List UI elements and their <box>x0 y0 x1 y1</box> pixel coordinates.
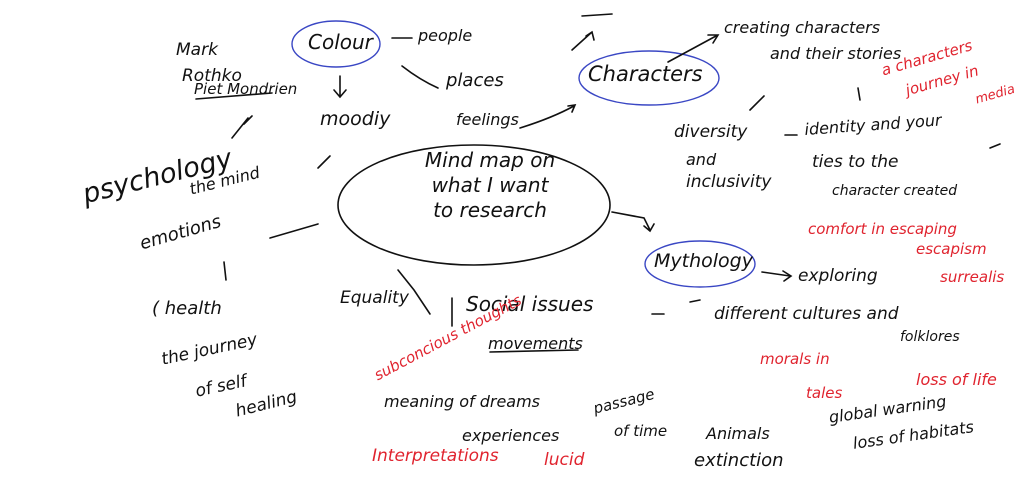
characters-bubble <box>578 50 720 106</box>
note-inclusivity: inclusivity <box>686 172 772 192</box>
note-surrealism: surrealis <box>940 268 1005 286</box>
note-creating-characters: creating characters <box>724 18 881 37</box>
note-different-cultures: different cultures and <box>714 304 899 324</box>
note-social-issues: Social issues <box>466 292 594 316</box>
journey-link <box>857 87 861 101</box>
mythology-bubble <box>644 240 756 288</box>
center-link-psychology <box>317 155 331 169</box>
note-passage-line2: of time <box>614 422 668 440</box>
note-moodiness: moodiy <box>320 108 391 130</box>
note-extinction: extinction <box>694 450 784 471</box>
mythology-branch-label: Mythology <box>654 250 753 272</box>
central-topic-line: what I want <box>431 173 549 197</box>
colour-bubble <box>291 20 381 68</box>
characters-link-feelings <box>519 104 577 129</box>
rothko-strike <box>195 92 273 139</box>
note-experiences: experiences <box>462 426 560 445</box>
note-character-created: character created <box>832 183 958 199</box>
note-diversity-and: and <box>686 150 717 169</box>
note-animals: Animals <box>706 424 770 443</box>
colour-link-moodiness <box>333 75 347 99</box>
note-people: people <box>418 26 473 45</box>
note-ties-to-the: ties to the <box>812 152 899 172</box>
note-piet-mondrian: Piet Mondrien <box>194 80 298 98</box>
note-morals-in: morals in <box>760 350 830 368</box>
characters-link-diversity <box>749 95 765 111</box>
note-health: ( health <box>152 298 222 319</box>
central-topic-line: Mind map on <box>424 148 556 172</box>
mythology-link <box>611 211 655 233</box>
note-feelings: feelings <box>456 110 519 129</box>
movements-underline <box>489 349 579 353</box>
ties-link <box>989 143 1001 149</box>
characters-link-top <box>571 13 613 51</box>
emotions-link <box>223 261 227 281</box>
note-mark: Mark <box>176 40 218 60</box>
note-rothko: Rothko <box>182 66 242 86</box>
note-diversity: diversity <box>674 122 748 142</box>
note-their-stories: and their stories <box>770 44 902 63</box>
note-meaning-of-dreams: meaning of dreams <box>384 392 541 411</box>
characters-branch-label: Characters <box>588 62 703 86</box>
colour-branch-label: Colour <box>308 30 373 54</box>
center-link-equality <box>397 269 431 315</box>
central-topic: Mind map on what I want to research <box>340 148 640 223</box>
note-interpretations: Interpretations <box>372 446 499 466</box>
note-places: places <box>446 70 504 91</box>
note-tales: tales <box>806 384 843 402</box>
central-bubble <box>337 144 611 266</box>
note-exploring: exploring <box>798 266 878 286</box>
note-equality: Equality <box>340 288 409 308</box>
note-comfort-escaping: comfort in escaping <box>808 220 957 238</box>
characters-link-creating <box>667 34 720 63</box>
note-folklores: folklores <box>900 329 960 345</box>
central-topic-line: to research <box>433 198 547 222</box>
center-link-the-mind <box>269 223 319 239</box>
note-loss-of-life: loss of life <box>916 370 997 389</box>
mythology-link-exploring <box>761 270 793 282</box>
note-lucid: lucid <box>544 450 585 470</box>
colour-link-places <box>401 65 439 89</box>
note-escapism: escapism <box>916 240 987 258</box>
note-movements: movements <box>488 334 583 353</box>
mythology-link-center <box>689 299 701 303</box>
